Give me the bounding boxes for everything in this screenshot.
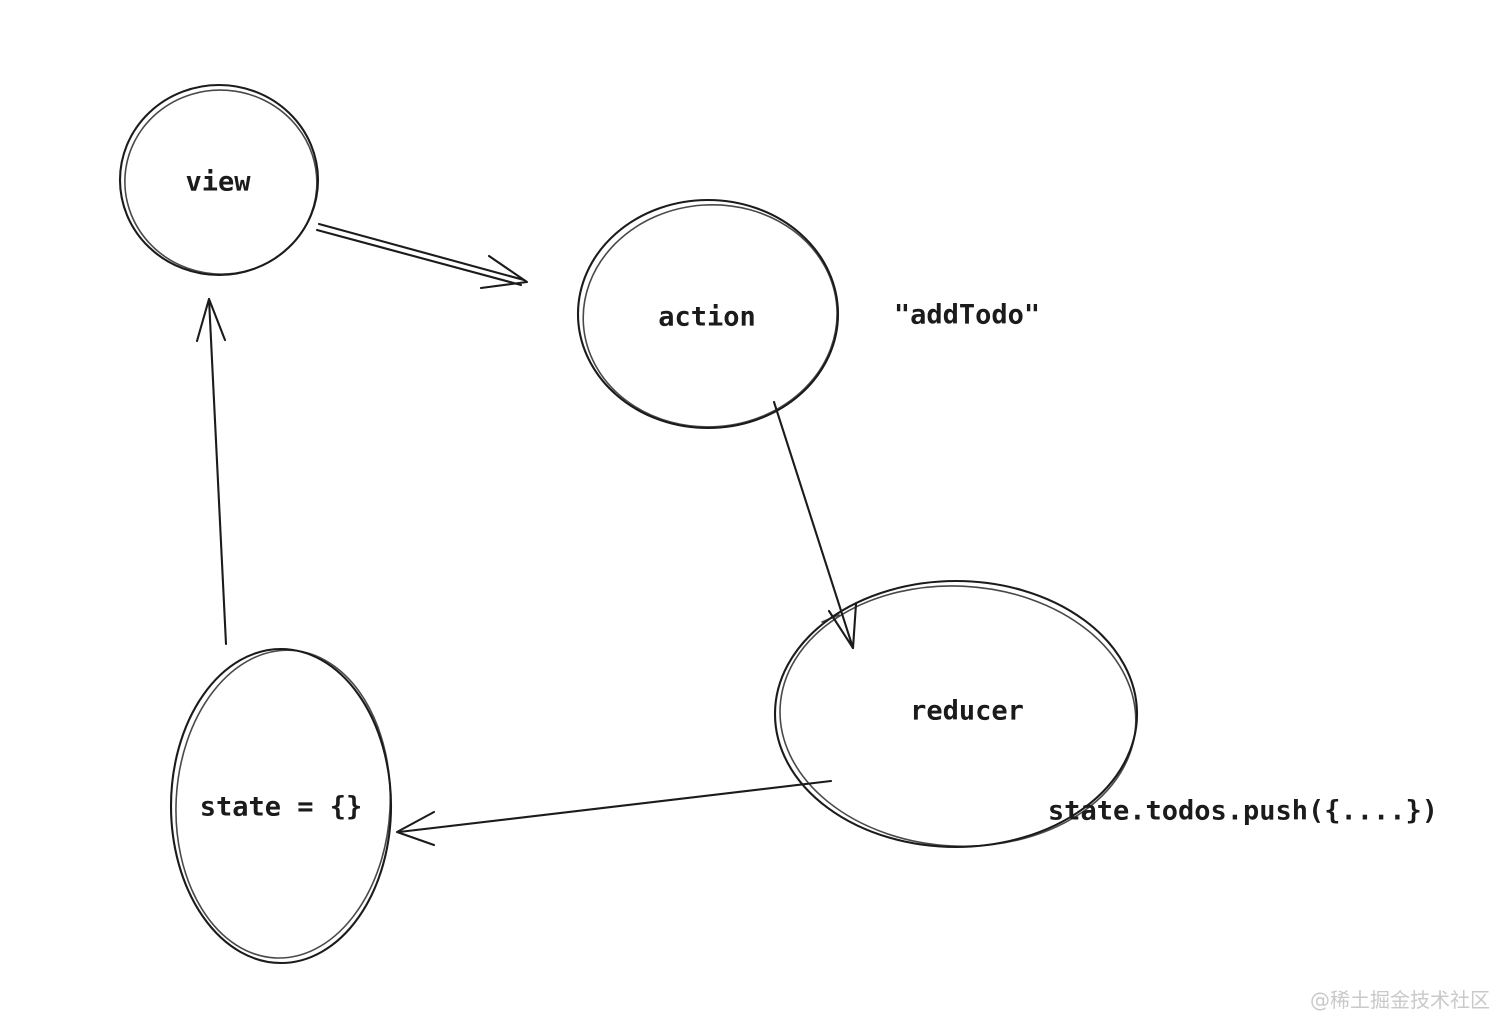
reducer-node-label: reducer — [910, 695, 1024, 727]
reducer-annotation: state.todos.push({....}) — [1047, 795, 1439, 827]
action-node-label: action — [658, 301, 756, 333]
arrow-state-to-view — [195, 297, 228, 646]
view-node-label: view — [185, 166, 251, 198]
state-node-label: state = {} — [199, 791, 363, 823]
action-annotation: "addTodo" — [893, 299, 1041, 331]
watermark: @稀土掘金技术社区 — [1310, 988, 1490, 1012]
arrow-reducer-to-state — [395, 779, 833, 847]
arrow-action-to-reducer — [772, 400, 858, 650]
arrow-view-to-action — [315, 222, 529, 290]
view-node-shape — [118, 83, 320, 277]
reducer-node-shape — [773, 579, 1139, 849]
state-node-shape — [169, 647, 393, 965]
action-node-shape — [576, 198, 840, 430]
